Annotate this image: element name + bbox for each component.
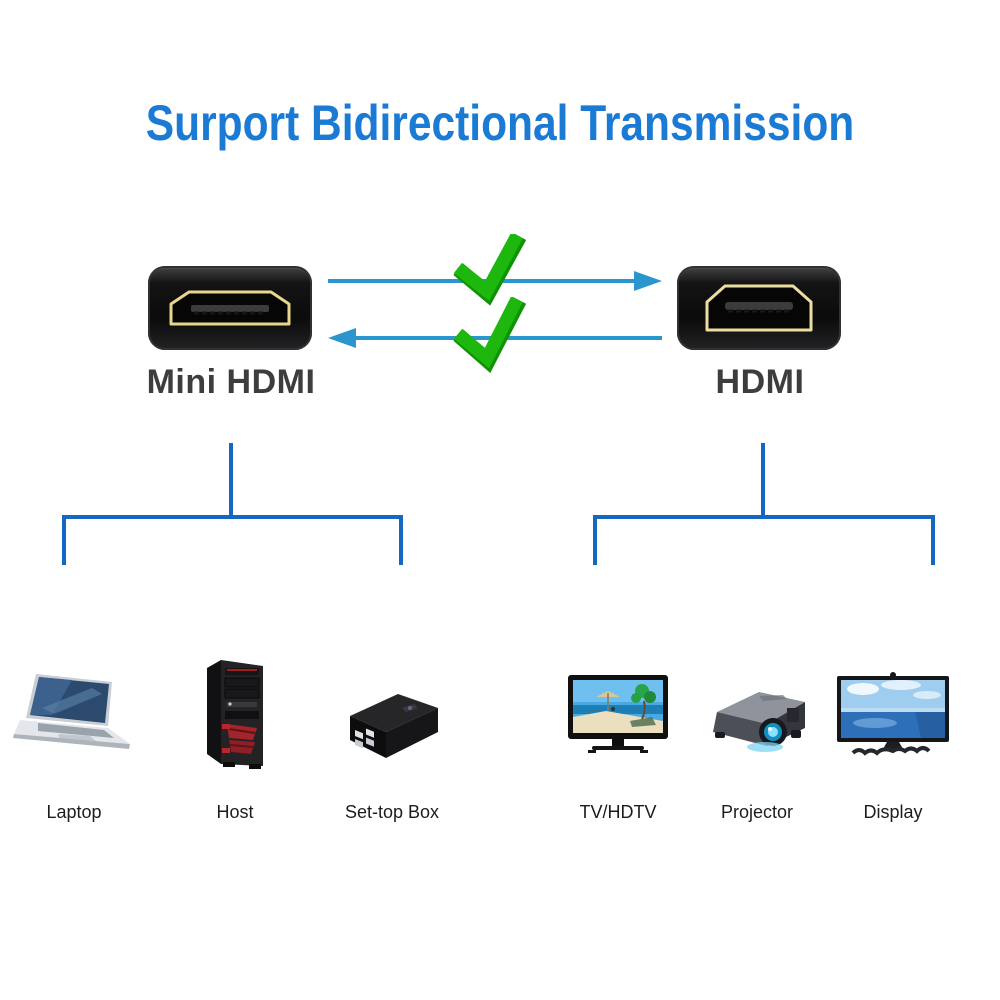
right-tree-drop-a (593, 515, 597, 565)
device-host: Host (160, 640, 310, 830)
right-tree-drop-b (931, 515, 935, 565)
green-checkmark-icon (453, 234, 527, 306)
right-tree-bar (593, 515, 935, 519)
left-tree-drop-b (399, 515, 403, 565)
hdmi-connector-icon (677, 266, 841, 350)
projector-icon (713, 692, 805, 752)
right-tree-stem (761, 443, 765, 517)
green-checkmark-icon (453, 297, 527, 373)
device-display: Display (818, 640, 968, 830)
display-icon (837, 672, 949, 756)
hdmi-port-icon (705, 284, 813, 332)
mini-hdmi-label: Mini HDMI (146, 363, 316, 401)
set-top-box-icon (350, 694, 438, 758)
mini-hdmi-port-icon (169, 290, 291, 326)
device-label: TV/HDTV (579, 802, 657, 822)
tv-icon (568, 675, 668, 753)
device-set-top-box: Set-top Box (317, 640, 467, 830)
device-projector: Projector (682, 640, 832, 830)
left-tree-drop-a (62, 515, 66, 565)
page-title: Surport Bidirectional Transmission (145, 95, 855, 151)
device-label: Projector (720, 802, 794, 822)
host-tower-icon (207, 660, 263, 769)
device-label: Laptop (46, 802, 102, 822)
device-label: Host (216, 802, 254, 822)
device-tv: TV/HDTV (543, 640, 693, 830)
hdmi-label: HDMI (715, 363, 805, 401)
device-laptop: Laptop (0, 640, 149, 830)
laptop-icon (13, 674, 130, 749)
mini-hdmi-connector-icon (148, 266, 312, 350)
left-tree-bar (62, 515, 403, 519)
device-label: Set-top Box (344, 802, 440, 822)
device-label: Display (863, 802, 923, 822)
left-tree-stem (229, 443, 233, 517)
